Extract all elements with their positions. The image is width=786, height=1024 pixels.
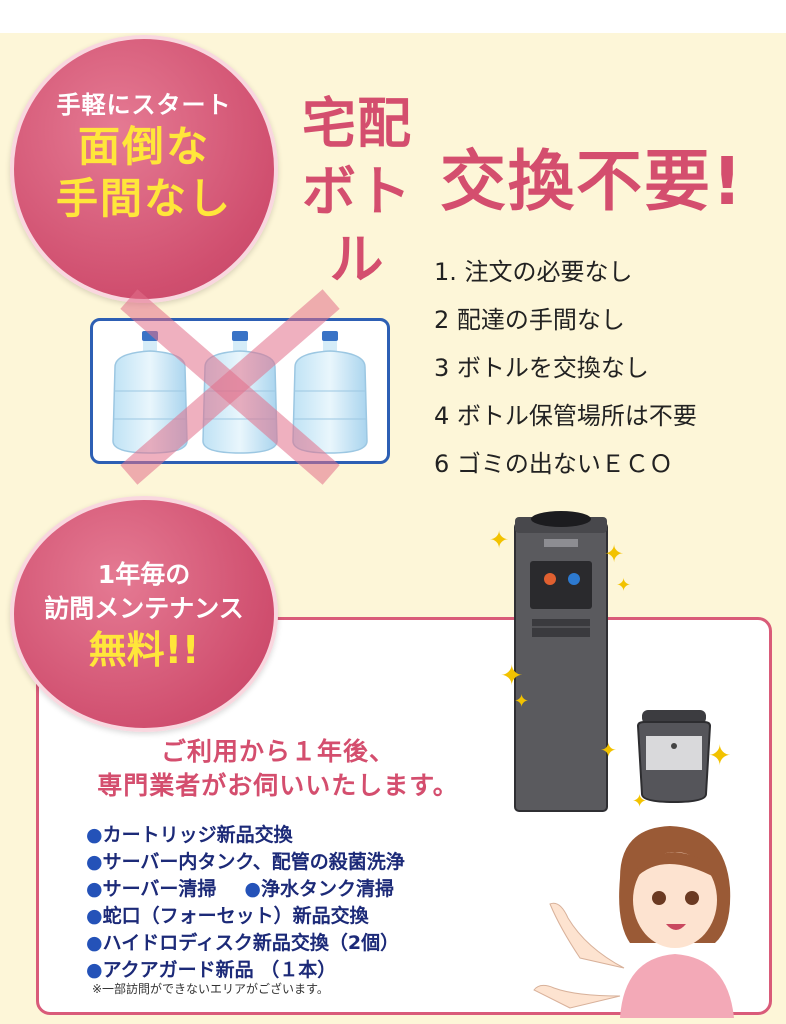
maintenance-badge-line-1: 1年毎の [97, 560, 191, 589]
list-item: ●アクアガード新品 （１本） [86, 957, 405, 984]
area-note: ※一部訪問ができないエリアがございます。 [92, 982, 329, 996]
item-label: アクアガード新品 （１本） [102, 959, 337, 981]
delivery-bottle-heading: 宅配 ボトル [282, 90, 432, 294]
bullet-icon: ● [86, 824, 103, 846]
takuhai-text: 宅配 [302, 92, 412, 155]
benefit-item: 6 ゴミの出ないＥＣＯ [434, 450, 673, 478]
visit-message-line-1: ご利用から１年後、 [160, 737, 395, 766]
bottle-illustration-box [90, 318, 390, 464]
benefit-item: 2 配達の手間なし [434, 306, 625, 334]
bullet-icon: ● [86, 878, 103, 900]
easy-start-badge: 手軽にスタート 面倒な 手間なし [10, 35, 278, 303]
bullet-icon: ● [86, 959, 103, 981]
sparkle-icon: ✦ [600, 738, 617, 762]
item-label: 浄水タンク清掃 [261, 878, 395, 900]
benefit-item: 4 ボトル保管場所は不要 [434, 402, 697, 430]
sparkle-icon: ✦ [489, 526, 510, 554]
item-label: カートリッジ新品交換 [102, 824, 293, 846]
badge-title-line-2: 手間なし [55, 174, 232, 223]
sparkle-icon: ✦ [708, 739, 732, 772]
benefits-list: 1. 注文の必要なし 2 配達の手間なし 3 ボトルを交換なし 4 ボトル保管場… [434, 248, 697, 488]
no-exchange-heading: 交換不要! [440, 143, 745, 220]
badge-subtitle: 手軽にスタート [56, 91, 232, 119]
visit-message: ご利用から１年後、 専門業者がお伺いいたします。 [48, 735, 508, 803]
water-server-icon [514, 511, 608, 812]
staff-woman-illustration [533, 826, 734, 1018]
benefit-item: 3 ボトルを交換なし [434, 354, 649, 382]
maintenance-items-list: ●カートリッジ新品交換 ●サーバー内タンク、配管の殺菌洗浄 ●サーバー清掃●浄水… [86, 822, 405, 984]
visit-message-line-2: 専門業者がお伺いいたします。 [97, 771, 459, 800]
bullet-icon: ● [244, 878, 261, 900]
badge-title-line-1: 面倒な [77, 122, 210, 171]
water-tank-icon [636, 710, 712, 804]
sparkle-icon: ✦ [514, 691, 530, 712]
sparkle-icon: ✦ [616, 575, 632, 596]
water-bottles-icon [112, 331, 368, 454]
bullet-icon: ● [86, 905, 103, 927]
item-label: ハイドロディスク新品交換（2個） [102, 932, 400, 954]
sparkle-icon: ✦ [604, 540, 625, 568]
sparkle-icon: ✦ [632, 791, 648, 812]
bullet-icon: ● [86, 851, 103, 873]
maintenance-badge-line-2: 訪問メンテナンス [44, 594, 244, 623]
list-item: ●ハイドロディスク新品交換（2個） [86, 930, 405, 957]
maintenance-badge: 1年毎の 訪問メンテナンス 無料!! [10, 496, 278, 732]
free-label: 無料!! [88, 628, 200, 672]
item-label: 蛇口（フォーセット）新品交換 [102, 905, 369, 927]
sparkle-icon: ✦ [500, 659, 524, 692]
list-item: ●蛇口（フォーセット）新品交換 [86, 903, 405, 930]
bottle-text: ボトル [302, 160, 412, 291]
list-item: ●サーバー内タンク、配管の殺菌洗浄 [86, 849, 405, 876]
item-label: サーバー内タンク、配管の殺菌洗浄 [102, 851, 405, 873]
bullet-icon: ● [86, 932, 103, 954]
list-item: ●カートリッジ新品交換 [86, 822, 405, 849]
benefit-item: 1. 注文の必要なし [434, 258, 633, 286]
list-item: ●サーバー清掃●浄水タンク清掃 [86, 876, 405, 903]
item-label: サーバー清掃 [102, 878, 217, 900]
